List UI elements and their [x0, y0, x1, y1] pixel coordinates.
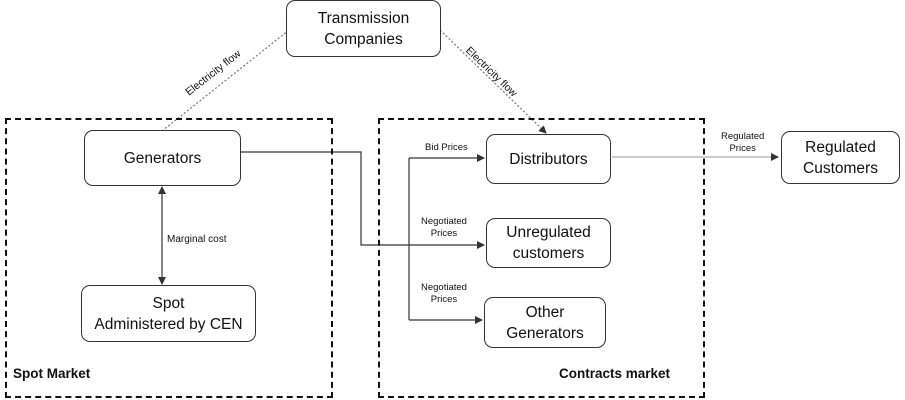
regulated-prices-line-2: Prices: [729, 142, 756, 154]
regulated-prices-line-1: Regulated: [721, 131, 765, 142]
regulated-line-1: Regulated: [805, 138, 876, 156]
unregulated-customers-node: Unregulated customers: [486, 218, 611, 268]
bid-prices-label: Bid Prices: [425, 142, 468, 153]
contracts-market-label: Contracts market: [559, 366, 671, 381]
transmission-companies-node: Transmission Companies: [286, 0, 441, 57]
other-generators-node: Other Generators: [484, 297, 606, 348]
negotiated-prices-1-label: Negotiated Prices: [421, 216, 467, 239]
regulated-customers-node: Regulated Customers: [781, 131, 900, 184]
contracts-market-region: [378, 118, 705, 398]
negotiated-prices-2-label: Negotiated Prices: [421, 282, 467, 305]
other-generators-line-1: Other: [525, 303, 565, 321]
transmission-line-1: Transmission: [317, 9, 410, 27]
spot-market-region: [5, 118, 333, 398]
negotiated-1-line-2: Prices: [430, 227, 458, 239]
negotiated-2-line-1: Negotiated: [421, 282, 467, 293]
spot-line-1: Spot: [152, 294, 185, 312]
spot-market-label: Spot Market: [13, 366, 91, 381]
spot-node: Spot Administered by CEN: [81, 285, 256, 342]
edge-generators-to-transmission: [161, 29, 290, 132]
negotiated-2-line-2: Prices: [430, 293, 458, 305]
regulated-line-2: Customers: [803, 159, 878, 177]
transmission-line-2: Companies: [324, 30, 403, 48]
distributors-label: Distributors: [509, 150, 588, 168]
generators-label: Generators: [123, 149, 202, 167]
other-generators-line-2: Generators: [506, 324, 584, 342]
generators-node: Generators: [84, 130, 241, 186]
marginal-cost-label: Marginal cost: [167, 234, 227, 245]
distributors-node: Distributors: [486, 134, 611, 184]
spot-line-2: Administered by CEN: [94, 315, 243, 333]
edge-transmission-to-distributors: [439, 29, 547, 134]
negotiated-1-line-1: Negotiated: [421, 216, 467, 227]
unregulated-line-2: customers: [512, 245, 585, 262]
regulated-prices-label: Regulated Prices: [721, 131, 764, 154]
unregulated-line-1: Unregulated: [506, 224, 591, 241]
edge-generators-to-unregulated: [241, 151, 485, 249]
